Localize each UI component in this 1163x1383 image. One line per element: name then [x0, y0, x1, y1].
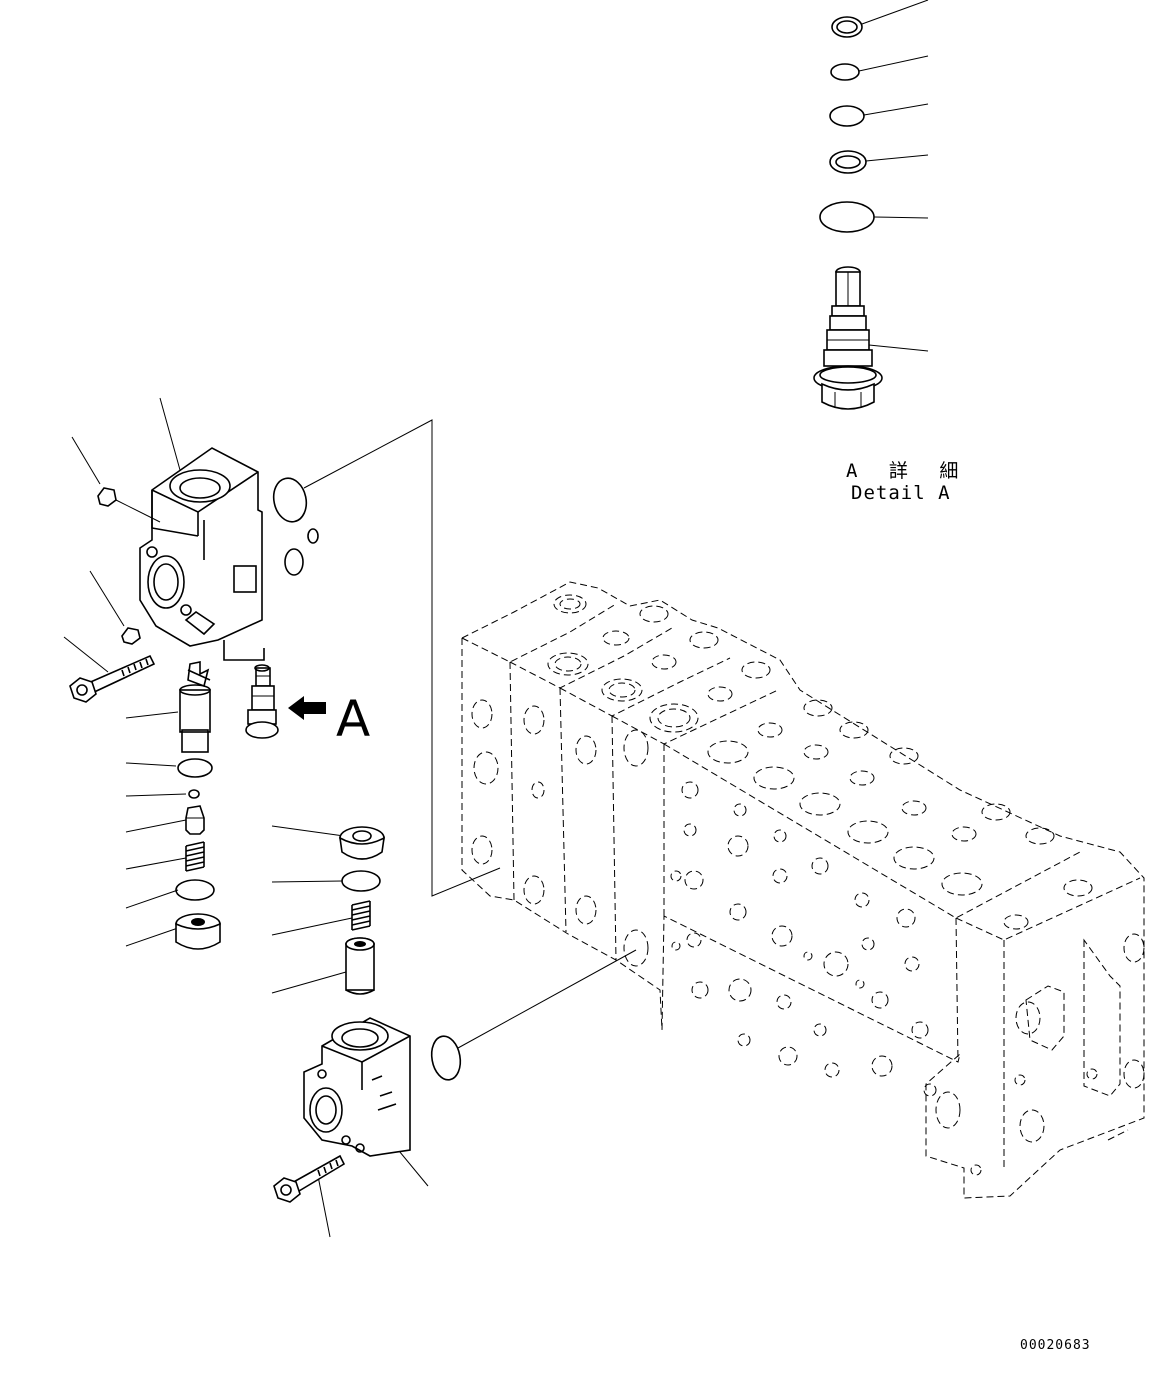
o-ring-lower-flange: [430, 949, 637, 1081]
backup-ring-1: [831, 0, 929, 38]
plug-left: [175, 913, 221, 950]
view-arrow: [288, 696, 326, 720]
o-ring-upper-flange: [272, 419, 501, 897]
plug-small-1: [97, 487, 161, 523]
piston-lower: [345, 937, 375, 995]
spring-lower: [351, 900, 371, 931]
plug-lower: [338, 826, 386, 860]
plug-small-2: [121, 627, 141, 645]
bolt-upper: [69, 654, 156, 703]
seat-piece: [185, 805, 205, 835]
o-ring-2: [829, 103, 929, 127]
o-ring-lower: [341, 870, 381, 892]
o-ring-left-2: [175, 879, 215, 901]
lower-valve-body: [303, 1017, 411, 1157]
front-face-holes: [670, 781, 937, 1097]
o-ring-left-1: [177, 758, 213, 778]
main-valve-block: [461, 581, 1145, 1199]
bolt-lower: [273, 1154, 346, 1203]
o-ring-3: [819, 201, 929, 233]
ball-small: [188, 789, 200, 799]
spring-left: [185, 841, 205, 872]
drawing-number: 00020683: [1020, 1338, 1091, 1353]
upper-valve-leaders: [63, 397, 187, 947]
upper-valve-body: [139, 447, 265, 661]
detail-a-label-jp: A 詳 細: [846, 460, 969, 482]
relief-valve-cartridge: [813, 266, 929, 410]
o-ring-1: [830, 55, 929, 81]
detail-a-label-en: Detail A: [851, 482, 951, 504]
view-marker-label: A: [336, 690, 371, 748]
detail-a-group: [813, 0, 929, 410]
end-cap-features: [935, 933, 1145, 1176]
spool-small-a: [245, 664, 279, 739]
backup-ring-2: [829, 150, 929, 174]
check-valve-poppet: [179, 661, 211, 753]
